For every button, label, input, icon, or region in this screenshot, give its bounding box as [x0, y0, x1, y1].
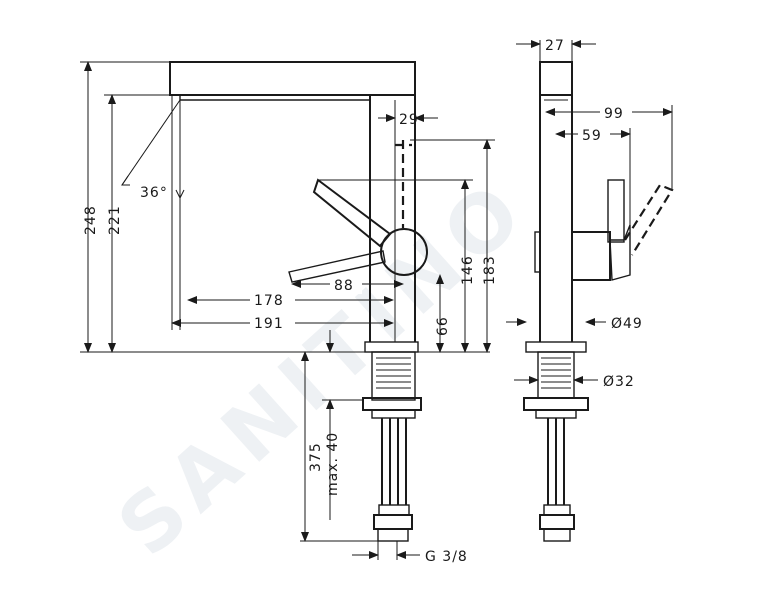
dim-99: 99	[604, 106, 624, 122]
dim-191: 191	[254, 316, 284, 332]
dim-59: 59	[582, 128, 602, 144]
side-view: 27 99 59 Ø49 Ø32	[506, 38, 674, 542]
dim-max-40: max. 40	[325, 432, 341, 496]
dim-146: 146	[460, 255, 476, 285]
dim-angle: 36°	[140, 185, 168, 201]
dim-d32: Ø32	[603, 374, 635, 390]
dim-27: 27	[545, 38, 565, 54]
dim-g38: G 3/8	[425, 549, 468, 565]
lever-handle-up	[312, 178, 392, 248]
dim-221: 221	[107, 205, 123, 235]
spout-top	[169, 61, 416, 96]
front-shank	[362, 351, 422, 542]
watermark-text: SANITINO	[100, 160, 545, 574]
dim-88: 88	[334, 278, 354, 294]
front-view: 248 221 36° 178 191 88 29 183	[80, 61, 498, 565]
dim-d49: Ø49	[611, 316, 643, 332]
dim-375: 375	[308, 442, 324, 472]
dim-29: 29	[399, 112, 419, 128]
lever-handle-down	[288, 250, 386, 283]
dim-178: 178	[254, 293, 284, 309]
dim-248: 248	[83, 205, 99, 235]
dim-183: 183	[482, 255, 498, 285]
dim-66: 66	[435, 316, 451, 336]
